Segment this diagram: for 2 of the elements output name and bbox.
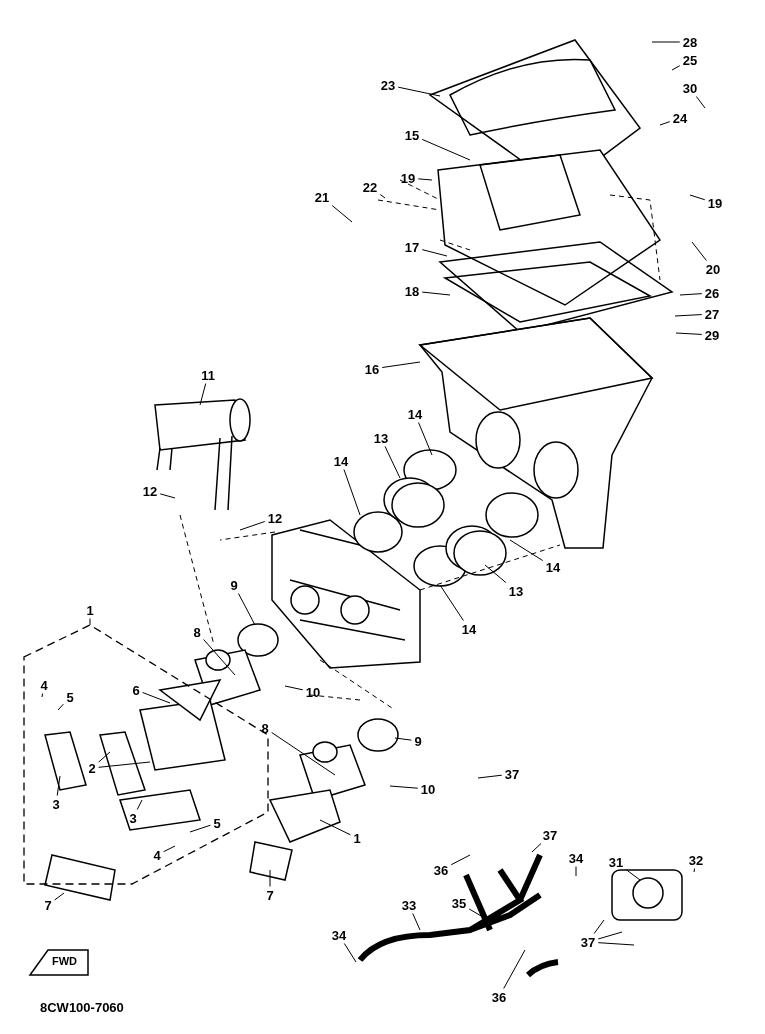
direction-label: FWD: [52, 955, 78, 967]
part-code: 8CW100-7060: [40, 1000, 124, 1015]
